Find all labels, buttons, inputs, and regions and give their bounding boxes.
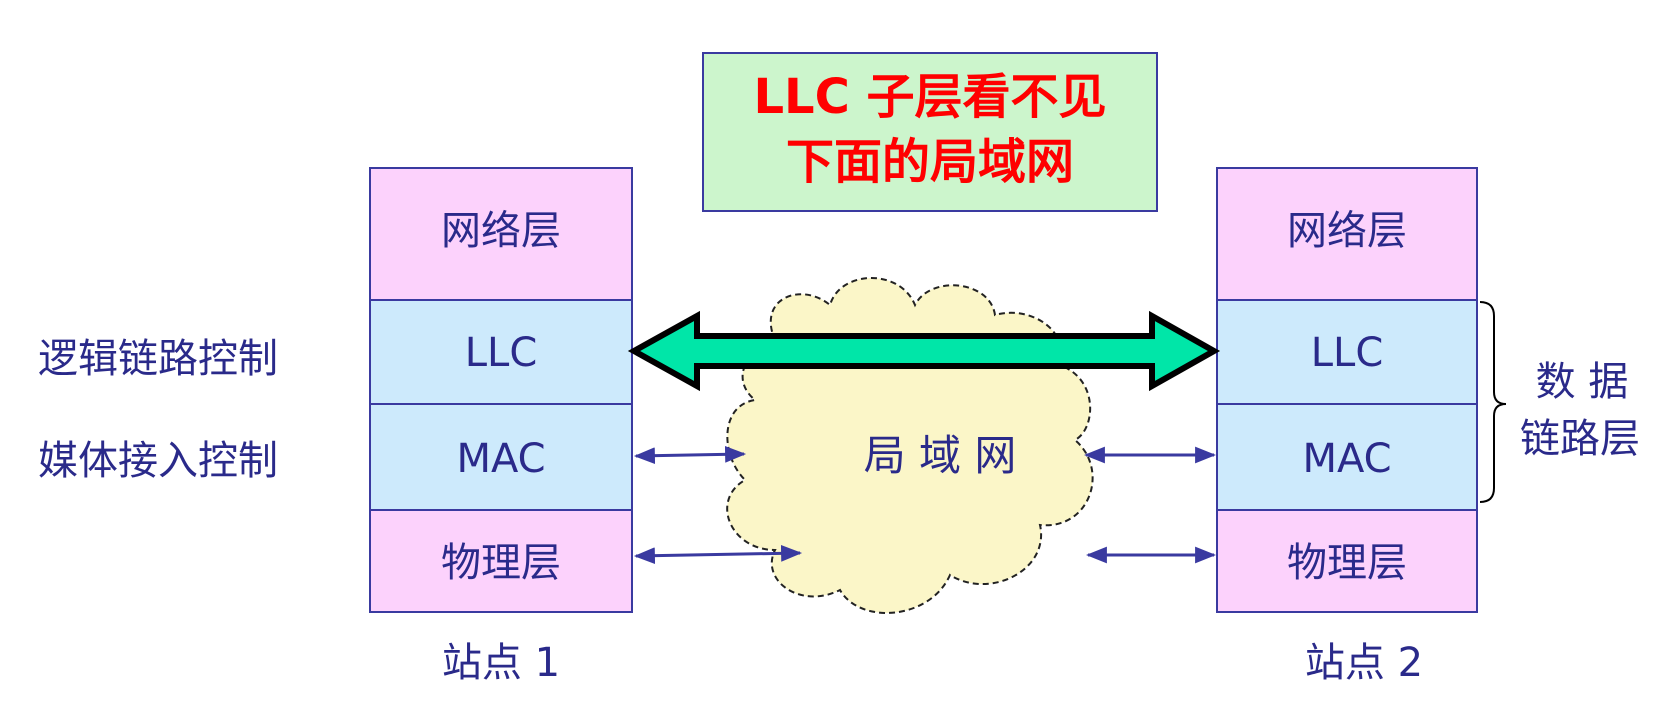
station-2-physical-layer — [1216, 509, 1478, 613]
station-1-mac-arrow — [633, 445, 747, 465]
station-2-physical-label: 物理层 — [1287, 540, 1407, 586]
station-1-stack: 网络层 LLC MAC 物理层 站点 1 — [369, 167, 633, 686]
station-2-llc-label: LLC — [1311, 330, 1384, 376]
llc-peer-arrow — [627, 310, 1221, 392]
title-line-2: 下面的局域网 — [786, 134, 1074, 190]
station-1-physical-layer — [369, 509, 633, 613]
station-2-llc-layer — [1216, 299, 1478, 405]
station-1-label: 站点 1 — [442, 640, 560, 686]
station-1-llc-label: LLC — [465, 330, 538, 376]
station-2-network-label: 网络层 — [1287, 208, 1407, 254]
station-2-mac-layer — [1216, 403, 1478, 511]
lan-cloud: 局 域 网 — [726, 277, 1094, 614]
station-2-stack: 网络层 LLC MAC 物理层 站点 2 — [1216, 167, 1478, 686]
station-1-mac-label: MAC — [456, 436, 545, 482]
station-2-mac-label: MAC — [1302, 436, 1391, 482]
station-2-network-layer — [1216, 167, 1478, 301]
cloud-label: 局 域 网 — [864, 431, 1017, 480]
title-box-bg — [702, 52, 1158, 212]
station-1-llc-layer — [369, 299, 633, 405]
station-1-network-layer — [369, 167, 633, 301]
left-label-mac: 媒体接入控制 — [38, 438, 278, 484]
station-1-mac-layer — [369, 403, 633, 511]
brace-label-line-2: 链路层 — [1520, 416, 1640, 462]
left-label-llc: 逻辑链路控制 — [38, 336, 278, 382]
station-1-network-label: 网络层 — [441, 208, 561, 254]
station-1-physical-label: 物理层 — [441, 540, 561, 586]
brace-label-line-1: 数 据 — [1536, 359, 1629, 405]
station-1-physical-arrow — [633, 544, 803, 565]
title-line-1: LLC 子层看不见 — [753, 69, 1106, 125]
data-link-brace — [1479, 301, 1507, 503]
station-2-label: 站点 2 — [1305, 640, 1423, 686]
title-box: LLC 子层看不见 下面的局域网 — [702, 52, 1158, 212]
